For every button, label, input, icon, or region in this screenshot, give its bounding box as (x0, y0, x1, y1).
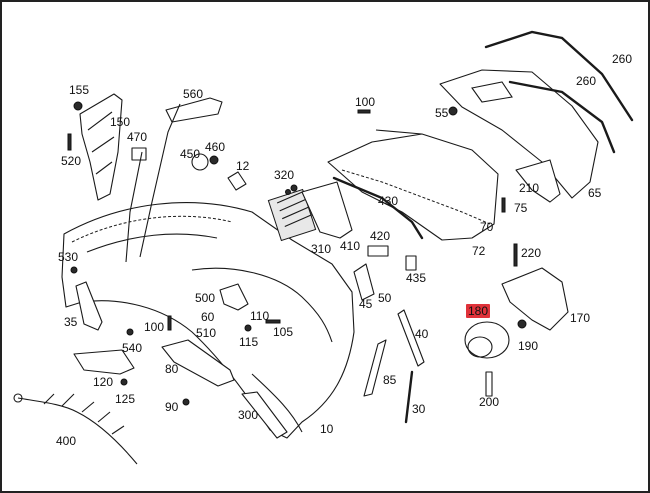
callout-125[interactable]: 125 (115, 392, 136, 406)
callout-10[interactable]: 10 (320, 422, 334, 436)
callout-300[interactable]: 300 (238, 408, 259, 422)
callout-100-top[interactable]: 100 (355, 95, 376, 109)
bolt-520 (67, 133, 72, 151)
bumper-cover (61, 202, 355, 439)
callout-510[interactable]: 510 (196, 326, 217, 340)
callout-60[interactable]: 60 (201, 310, 215, 324)
brace-80 (161, 339, 235, 387)
callout-85[interactable]: 85 (383, 373, 397, 387)
callout-400[interactable]: 400 (56, 434, 77, 448)
callout-170[interactable]: 170 (570, 311, 591, 325)
callout-430[interactable]: 430 (378, 194, 399, 208)
nut-155 (73, 101, 83, 111)
reflector-85 (363, 339, 387, 397)
callout-450[interactable]: 450 (180, 147, 201, 161)
callout-110[interactable]: 110 (250, 309, 270, 323)
callout-80[interactable]: 80 (165, 362, 179, 376)
clip-75 (501, 197, 506, 213)
washer-115 (244, 324, 252, 332)
callout-470[interactable]: 470 (127, 130, 148, 144)
fastener-540 (126, 328, 134, 336)
chrome-trim-260b (508, 80, 616, 154)
nut-190 (517, 319, 527, 329)
callout-45[interactable]: 45 (359, 297, 373, 311)
callout-460[interactable]: 460 (205, 140, 226, 154)
callout-260-upper[interactable]: 260 (612, 52, 633, 66)
callout-30[interactable]: 30 (412, 402, 426, 416)
callout-200[interactable]: 200 (479, 395, 500, 409)
tow-hook-cover (464, 321, 510, 359)
fastener-530 (70, 266, 78, 274)
callout-530[interactable]: 530 (58, 250, 79, 264)
bracket-410 (301, 181, 353, 239)
chrome-trim-260 (484, 30, 634, 122)
bracket-210 (515, 159, 561, 203)
clip-470 (131, 147, 147, 161)
callout-260-lower[interactable]: 260 (576, 74, 597, 88)
wiring-harness (17, 397, 138, 465)
bracket-170 (501, 267, 569, 331)
bracket-500 (219, 283, 249, 311)
callout-420[interactable]: 420 (370, 229, 391, 243)
callout-180-highlighted[interactable]: 180 (466, 304, 491, 318)
strip-560 (165, 97, 223, 123)
callout-220[interactable]: 220 (521, 246, 542, 260)
plug-450 (191, 153, 209, 171)
callout-105[interactable]: 105 (273, 325, 294, 339)
callout-150[interactable]: 150 (110, 115, 131, 129)
clip-90 (182, 398, 190, 406)
callout-155[interactable]: 155 (69, 83, 90, 97)
pin-100b (167, 315, 172, 331)
connector-435 (405, 255, 417, 271)
nut-125 (120, 378, 128, 386)
callout-310[interactable]: 310 (311, 242, 332, 256)
callout-410[interactable]: 410 (340, 239, 361, 253)
stud-220 (513, 243, 518, 267)
screw-320 (290, 184, 298, 192)
clip-12 (227, 171, 247, 191)
callout-12[interactable]: 12 (236, 159, 250, 173)
callout-72[interactable]: 72 (472, 244, 486, 258)
callout-65[interactable]: 65 (588, 186, 602, 200)
callout-115[interactable]: 115 (239, 335, 259, 349)
upper-diffuser-insert (439, 69, 599, 199)
callout-320[interactable]: 320 (274, 168, 295, 182)
bolt-105 (265, 319, 281, 324)
callout-50[interactable]: 50 (378, 291, 392, 305)
sensor-holder-120 (73, 349, 135, 375)
connector-420 (367, 245, 389, 257)
plug-45 (353, 263, 375, 301)
callout-500[interactable]: 500 (195, 291, 216, 305)
trim-40 (397, 309, 425, 367)
callout-210[interactable]: 210 (519, 181, 540, 195)
bracket-35 (75, 281, 103, 331)
callout-190[interactable]: 190 (518, 339, 539, 353)
pin-100a (357, 109, 371, 114)
callout-540[interactable]: 540 (122, 341, 143, 355)
bolt-200 (485, 371, 493, 397)
callout-120[interactable]: 120 (93, 375, 114, 389)
callout-560[interactable]: 560 (183, 87, 204, 101)
callout-90[interactable]: 90 (165, 400, 179, 414)
callout-100-left[interactable]: 100 (144, 320, 165, 334)
lower-trim-strip (241, 391, 288, 439)
callout-75[interactable]: 75 (514, 201, 528, 215)
grommet-55 (448, 106, 458, 116)
side-bracket-left (79, 93, 123, 201)
callout-40[interactable]: 40 (415, 327, 429, 341)
callout-520[interactable]: 520 (61, 154, 82, 168)
strip-30 (404, 370, 414, 424)
callout-55[interactable]: 55 (435, 106, 449, 120)
callout-435[interactable]: 435 (406, 271, 427, 285)
grommet-460 (209, 155, 219, 165)
rear-diffuser-panel (327, 133, 499, 241)
callout-35[interactable]: 35 (64, 315, 78, 329)
trim-strip-430 (332, 176, 424, 240)
callout-70[interactable]: 70 (480, 220, 494, 234)
